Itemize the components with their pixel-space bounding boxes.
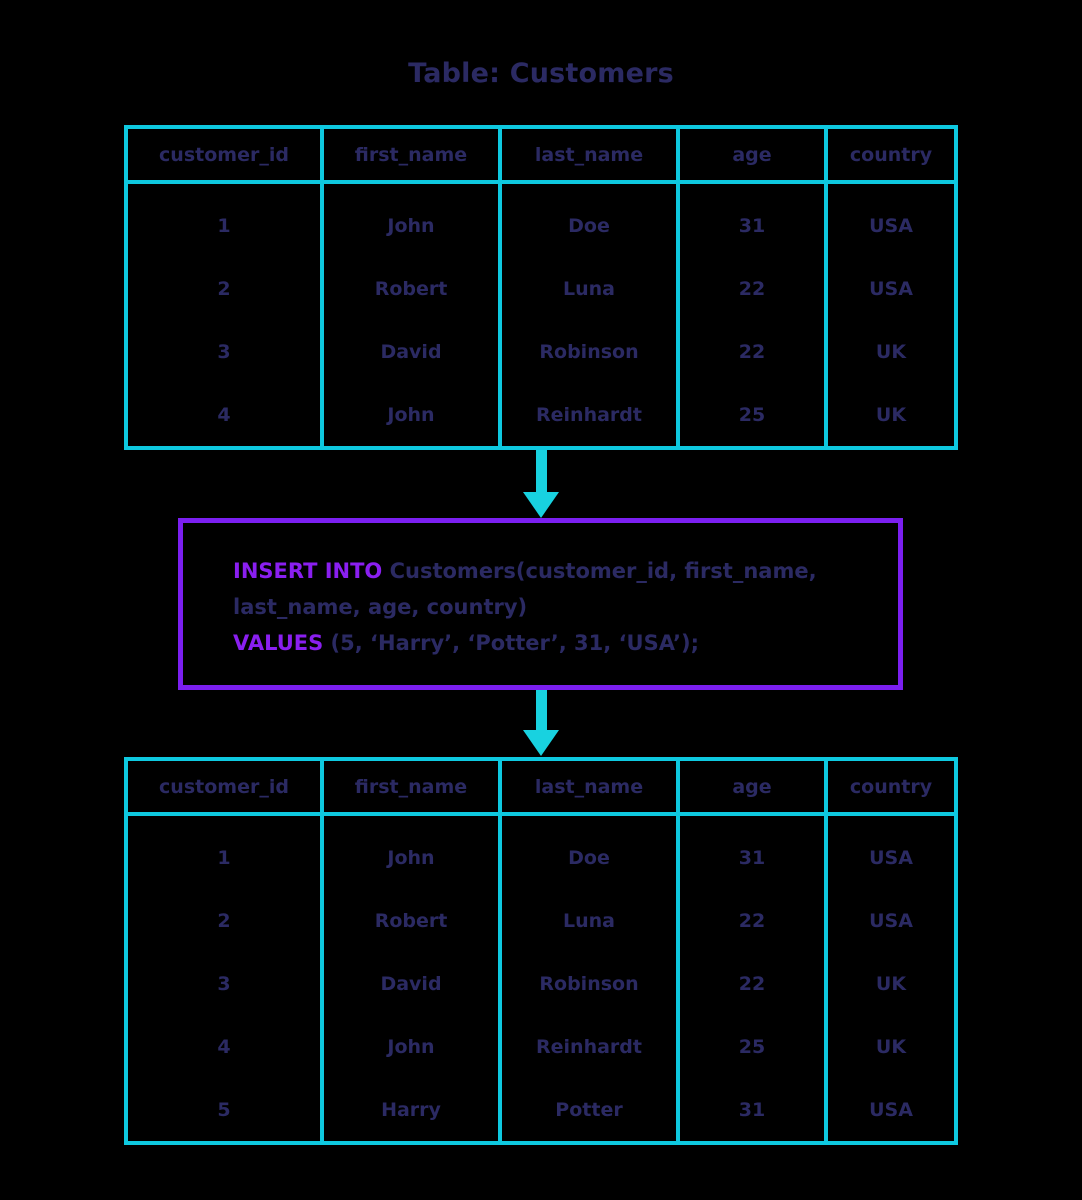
- cell: Robert: [374, 277, 448, 300]
- arrow-head: [523, 730, 559, 756]
- table-column-last-name: Doe Luna Robinson Reinhardt: [498, 184, 676, 446]
- cell: 25: [738, 1035, 766, 1058]
- cell: Robinson: [539, 972, 639, 995]
- cell: Harry: [381, 1098, 441, 1121]
- cell: UK: [875, 972, 907, 995]
- header-cell-country: country: [824, 129, 954, 180]
- cell: USA: [869, 214, 913, 237]
- table-column-last-name: Doe Luna Robinson Reinhardt Potter: [498, 816, 676, 1141]
- cell: 2: [217, 909, 231, 932]
- header-cell-last-name: last_name: [498, 129, 676, 180]
- header-cell-age: age: [676, 761, 824, 812]
- arrow-head: [523, 492, 559, 518]
- cell: John: [387, 846, 435, 869]
- cell: 22: [738, 277, 766, 300]
- cell: 3: [217, 972, 231, 995]
- sql-keyword-values: VALUES: [233, 631, 324, 655]
- page-title: Table: Customers: [408, 58, 674, 89]
- cell: 4: [217, 1035, 231, 1058]
- cell: John: [387, 403, 435, 426]
- cell: Potter: [555, 1098, 623, 1121]
- arrow-sql-to-table-icon: [523, 690, 559, 756]
- cell: 25: [738, 403, 766, 426]
- table-column-customer-id: 1 2 3 4: [128, 184, 320, 446]
- table-header-row: customer_id first_name last_name age cou…: [128, 761, 954, 816]
- cell: 22: [738, 972, 766, 995]
- cell: UK: [875, 403, 907, 426]
- customers-table-after: customer_id first_name last_name age cou…: [124, 757, 958, 1145]
- table-column-country: USA USA UK UK: [824, 184, 954, 446]
- cell: 31: [738, 214, 766, 237]
- table-body: 1 2 3 4 John Robert David John Doe Luna …: [128, 184, 954, 446]
- cell: 1: [217, 846, 231, 869]
- cell: 31: [738, 846, 766, 869]
- cell: Luna: [563, 909, 615, 932]
- arrow-table-to-sql-icon: [523, 450, 559, 518]
- table-column-first-name: John Robert David John: [320, 184, 498, 446]
- sql-line-2: last_name, age, country): [233, 595, 528, 619]
- cell: Doe: [568, 846, 610, 869]
- table-column-country: USA USA UK UK USA: [824, 816, 954, 1141]
- cell: USA: [869, 277, 913, 300]
- sql-line-3: VALUES (5, ‘Harry’, ‘Potter’, 31, ‘USA’)…: [233, 625, 898, 661]
- cell: 2: [217, 277, 231, 300]
- cell: 5: [217, 1098, 231, 1121]
- sql-line-1: INSERT INTO Customers(customer_id, first…: [233, 553, 898, 589]
- cell: Doe: [568, 214, 610, 237]
- header-cell-last-name: last_name: [498, 761, 676, 812]
- cell: 22: [738, 909, 766, 932]
- cell: 4: [217, 403, 231, 426]
- cell: Reinhardt: [536, 1035, 642, 1058]
- header-cell-age: age: [676, 129, 824, 180]
- table-column-first-name: John Robert David John Harry: [320, 816, 498, 1141]
- cell: Reinhardt: [536, 403, 642, 426]
- cell: John: [387, 1035, 435, 1058]
- table-header-row: customer_id first_name last_name age cou…: [128, 129, 954, 184]
- cell: Robert: [374, 909, 448, 932]
- table-column-age: 31 22 22 25: [676, 184, 824, 446]
- sql-keyword-insert-into: INSERT INTO: [233, 559, 383, 583]
- sql-line-1-rest: Customers(customer_id, first_name,: [382, 559, 817, 583]
- table-column-customer-id: 1 2 3 4 5: [128, 816, 320, 1141]
- cell: 1: [217, 214, 231, 237]
- sql-line-3-rest: (5, ‘Harry’, ‘Potter’, 31, ‘USA’);: [323, 631, 700, 655]
- cell: UK: [875, 1035, 907, 1058]
- cell: 3: [217, 340, 231, 363]
- cell: 31: [738, 1098, 766, 1121]
- table-body: 1 2 3 4 5 John Robert David John Harry D…: [128, 816, 954, 1141]
- header-cell-customer-id: customer_id: [159, 775, 289, 798]
- cell: USA: [869, 909, 913, 932]
- cell: UK: [875, 340, 907, 363]
- cell: Luna: [563, 277, 615, 300]
- header-cell-first-name: first_name: [320, 129, 498, 180]
- sql-statement-box: INSERT INTO Customers(customer_id, first…: [178, 518, 903, 690]
- arrow-shaft: [535, 690, 547, 730]
- header-cell-customer-id: customer_id: [159, 143, 289, 166]
- cell: David: [380, 972, 442, 995]
- cell: David: [380, 340, 442, 363]
- cell: John: [387, 214, 435, 237]
- header-cell-country: country: [824, 761, 954, 812]
- customers-table-before: customer_id first_name last_name age cou…: [124, 125, 958, 450]
- cell: USA: [869, 846, 913, 869]
- table-column-age: 31 22 22 25 31: [676, 816, 824, 1141]
- cell: 22: [738, 340, 766, 363]
- cell: Robinson: [539, 340, 639, 363]
- cell: USA: [869, 1098, 913, 1121]
- header-cell-first-name: first_name: [320, 761, 498, 812]
- arrow-shaft: [535, 450, 547, 492]
